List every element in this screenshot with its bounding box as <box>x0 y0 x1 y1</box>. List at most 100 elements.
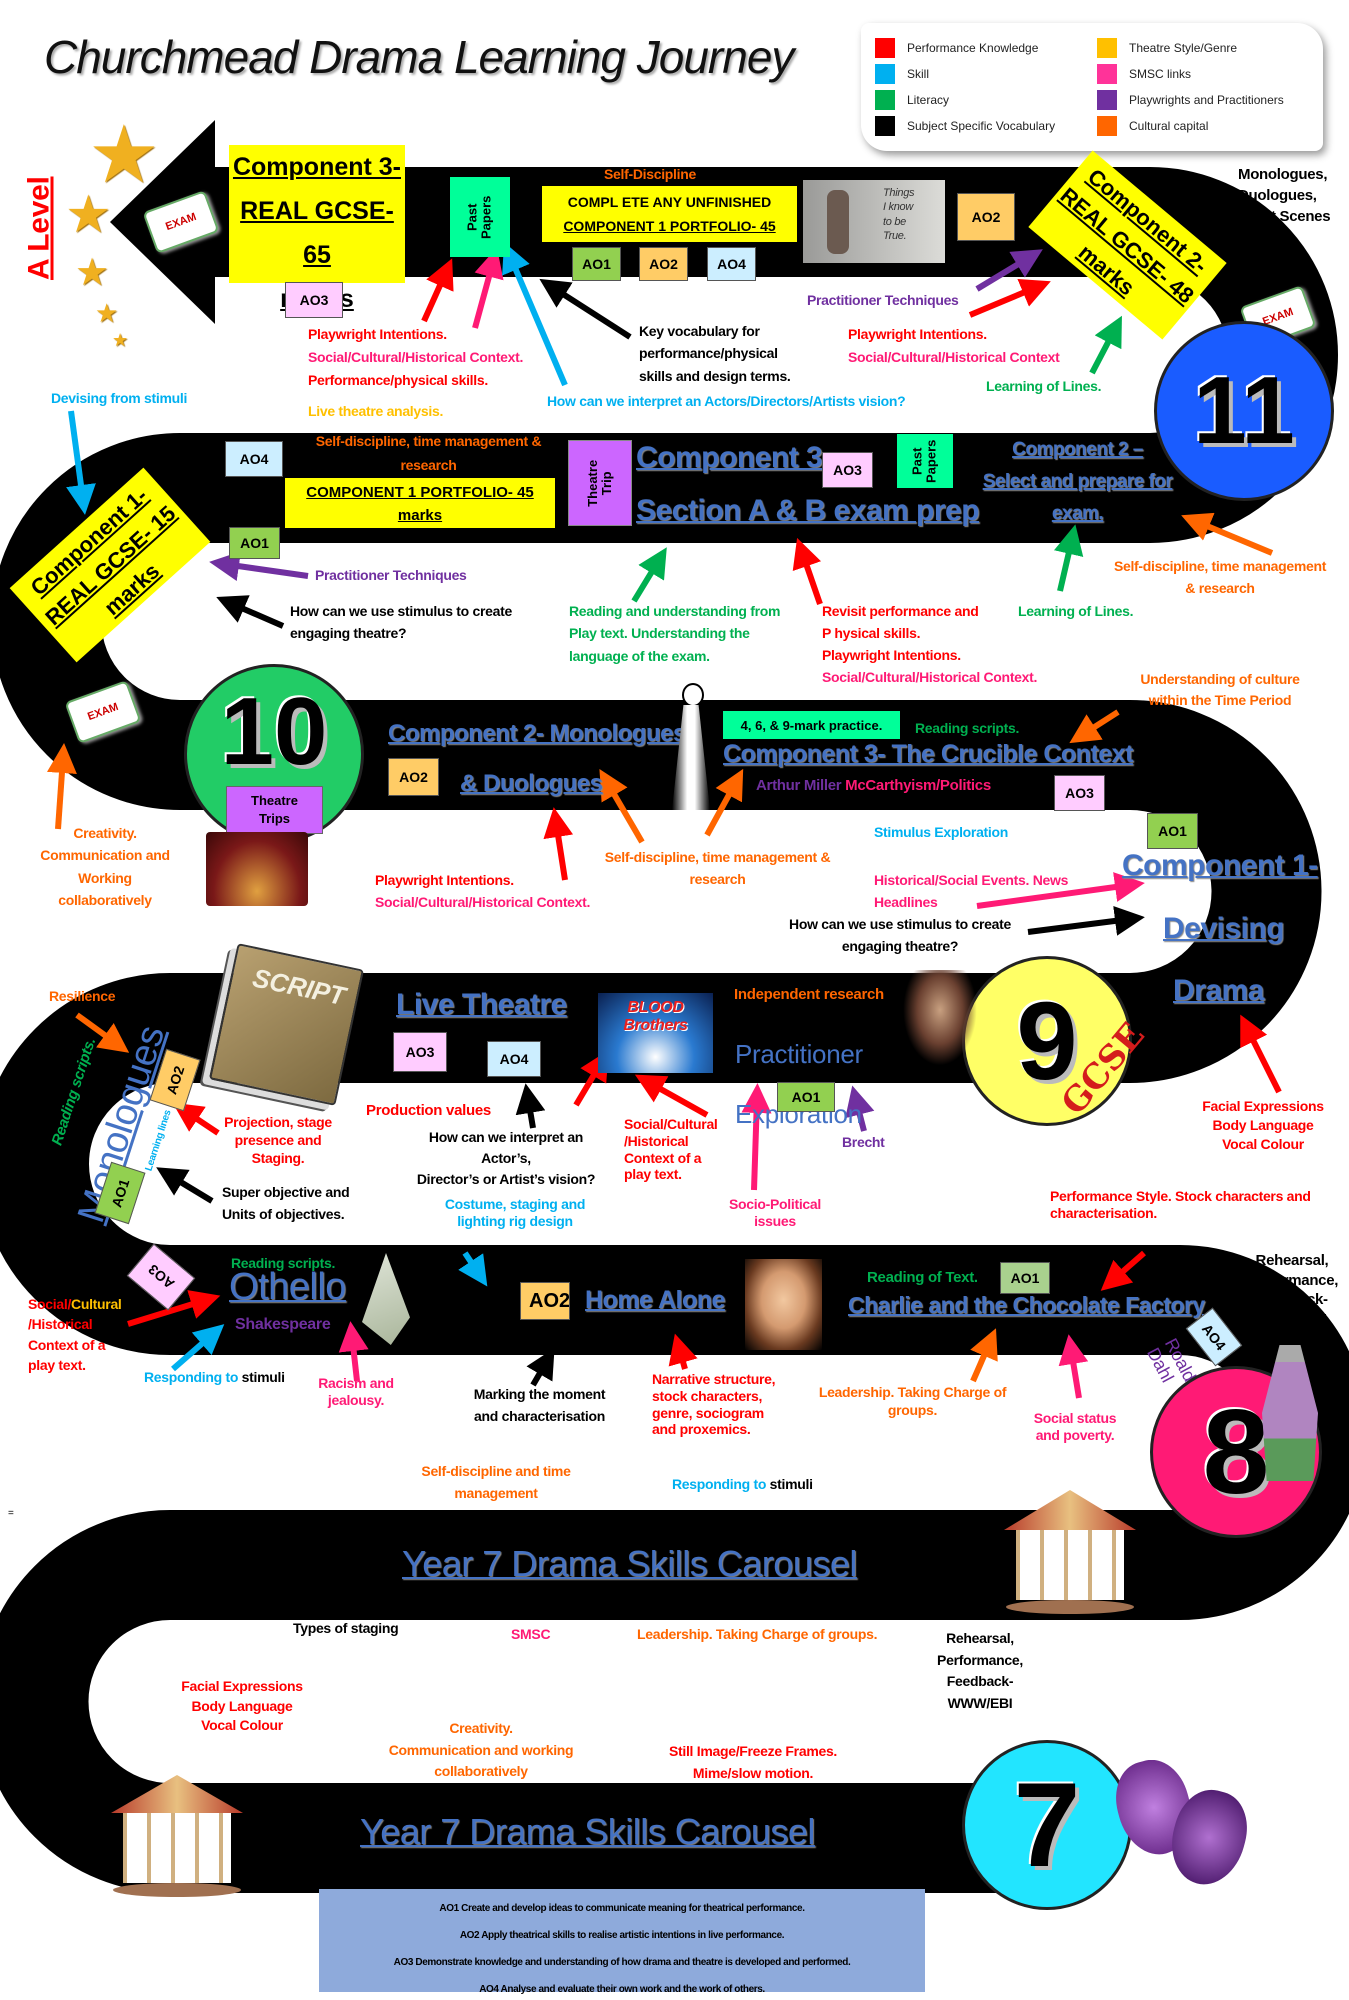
legend-swatch <box>1097 90 1117 110</box>
arrow <box>216 595 285 629</box>
theatre-auditorium-image <box>206 832 308 906</box>
legend-label: SMSC links <box>1129 67 1192 81</box>
arrow <box>539 278 632 340</box>
arrow <box>631 547 667 603</box>
box-line: marks <box>397 507 443 524</box>
ao1-badge: AO1 <box>1147 813 1198 849</box>
arrow <box>75 1012 130 1053</box>
note-playwright-intentions: Playwright Intentions. <box>308 326 447 342</box>
component3-marks-box: Component 3- REAL GCSE- 65 marks <box>229 145 405 313</box>
script-book-text: SCRIPT <box>250 962 348 1012</box>
component2-monologues-title: Component 2- Monologues <box>388 720 686 747</box>
arrow <box>515 1083 546 1129</box>
legend-label: Skill <box>907 67 930 81</box>
arrow <box>741 1083 772 1191</box>
ao1-badge: AO1 <box>572 247 621 281</box>
note-still-image: Still Image/Freeze Frames. Mime/slow mot… <box>668 1743 838 1781</box>
text-part: Responding to <box>672 1476 767 1492</box>
arrow <box>792 537 823 605</box>
note-resilience: Resilience <box>49 988 116 1004</box>
ao2-badge: AO2 <box>520 1282 570 1320</box>
ao3-badge: AO3 <box>393 1032 447 1072</box>
title-line: Select and prepare for <box>982 471 1173 492</box>
title-line: exam. <box>1051 503 1104 524</box>
arrow <box>526 1348 555 1387</box>
badge-label: AO2 <box>162 1063 188 1097</box>
legend-swatch <box>1097 64 1117 84</box>
mark-practice-box: 4, 6, & 9-mark practice. <box>723 711 900 739</box>
blood-brothers-poster-image: BLOOD Brothers <box>598 993 713 1073</box>
legend-item: Skill <box>875 61 1097 87</box>
component2-exam-title: Component 2 – Select and prepare for exa… <box>965 434 1190 530</box>
note-projection: Projection, stage presence and Staging. <box>224 1114 332 1167</box>
note-responding-stimuli: Responding to stimuli <box>144 1367 285 1389</box>
note-social-context: Social/Cultural/Historical Context. <box>308 349 524 365</box>
legend-label: Theatre Style/Genre <box>1129 41 1238 55</box>
theatre-trips-box: Theatre Trips <box>226 786 323 834</box>
stray-equals-mark: = <box>8 1508 14 1519</box>
arrow <box>1058 1334 1089 1399</box>
portfolio-box: COMPONENT 1 PORTFOLIO- 45 marks <box>285 478 555 528</box>
arrow <box>1100 1250 1146 1291</box>
note-interpret-vision: How can we interpret an Actors/Directors… <box>547 393 906 409</box>
poster-title: BLOOD Brothers <box>623 999 688 1034</box>
note-self-discipline: Self-discipline, time management & resea… <box>604 849 831 887</box>
note-performance-skills: Performance/physical skills. <box>308 372 488 388</box>
legend-item: Subject Specific Vocabulary <box>875 113 1097 139</box>
note-creativity: Creativity. Communication and Working co… <box>40 825 170 909</box>
ao2-badge: AO2 <box>639 247 688 281</box>
legend-swatch <box>1097 38 1117 58</box>
past-papers-label: Past Papers <box>464 195 494 239</box>
reading-scripts-label: Reading scripts. <box>231 1255 336 1271</box>
note-social-context: Social/Cultural/Historical Context. <box>822 669 1038 685</box>
text-part: stimuli <box>766 1476 813 1492</box>
note-leadership: Leadership. Taking Charge of groups. <box>637 1626 878 1642</box>
year-number: 8 <box>1202 1385 1270 1519</box>
note-devising-from-stimuli: Devising from stimuli <box>51 390 188 406</box>
othello-title: Othello <box>229 1266 346 1308</box>
live-theatre-title: Live Theatre <box>396 988 567 1021</box>
year-number: 9 <box>1016 979 1078 1103</box>
note-self-discipline: Self-discipline, time management & resea… <box>1113 558 1327 597</box>
crucible-woman-figure-image <box>668 683 714 813</box>
legend-item: Cultural capital <box>1097 113 1315 139</box>
arrow <box>1240 1014 1282 1094</box>
home-alone-kevin-image <box>745 1259 822 1350</box>
arrow <box>968 278 1051 318</box>
star-icon: ★ <box>88 110 160 199</box>
note-self-discipline: Self-discipline, time management & resea… <box>315 433 542 473</box>
arrow <box>573 1050 609 1107</box>
legend-label: Performance Knowledge <box>907 41 1039 55</box>
legend-item: Playwrights and Practitioners <box>1097 87 1315 113</box>
crucible-context-line: Arthur Miller McCarthyism/Politics <box>756 774 991 797</box>
note-types-of-staging: Types of staging <box>293 1620 399 1636</box>
arrow <box>668 1333 698 1370</box>
arrow <box>209 551 309 581</box>
ao1-badge: AO1 <box>229 527 280 559</box>
legend-swatch <box>875 64 895 84</box>
ao1-badge: AO1 <box>1000 1262 1050 1294</box>
legend-swatch <box>875 90 895 110</box>
text-part: Responding to <box>144 1369 239 1385</box>
arrow <box>502 242 568 387</box>
note-brecht: Brecht <box>842 1134 885 1150</box>
arrow <box>976 872 1145 909</box>
arrow <box>1069 709 1120 744</box>
monologues-note: Monologues, Duologues, Short Scenes <box>1238 166 1331 225</box>
ao-definitions-panel: AO1 Create and develop ideas to communic… <box>319 1889 925 1995</box>
box-line: COMPONENT 1 PORTFOLIO- 45 <box>563 218 776 234</box>
note-responding-stimuli: Responding to stimuli <box>672 1474 813 1496</box>
note-practitioner-techniques: Practitioner Techniques <box>315 567 467 583</box>
note-smsc: SMSC <box>511 1626 551 1642</box>
legend-label: Subject Specific Vocabulary <box>907 119 1056 133</box>
star-icon: ★ <box>65 186 112 244</box>
self-discipline-label: Self-Discipline <box>604 166 696 182</box>
note-stimulus-question: How can we use stimulus to create engagi… <box>290 603 512 642</box>
note-live-theatre-analysis: Live theatre analysis. <box>308 403 444 419</box>
note-stimulus-question: How can we use stimulus to create engagi… <box>789 916 1011 954</box>
note-social-context: Social/Cultural/Historical Context. <box>375 894 591 910</box>
note-historical-events: Historical/Social Events. News Headlines <box>874 872 1069 910</box>
things-i-know-poster-image: Things I know to be True. <box>803 180 945 263</box>
